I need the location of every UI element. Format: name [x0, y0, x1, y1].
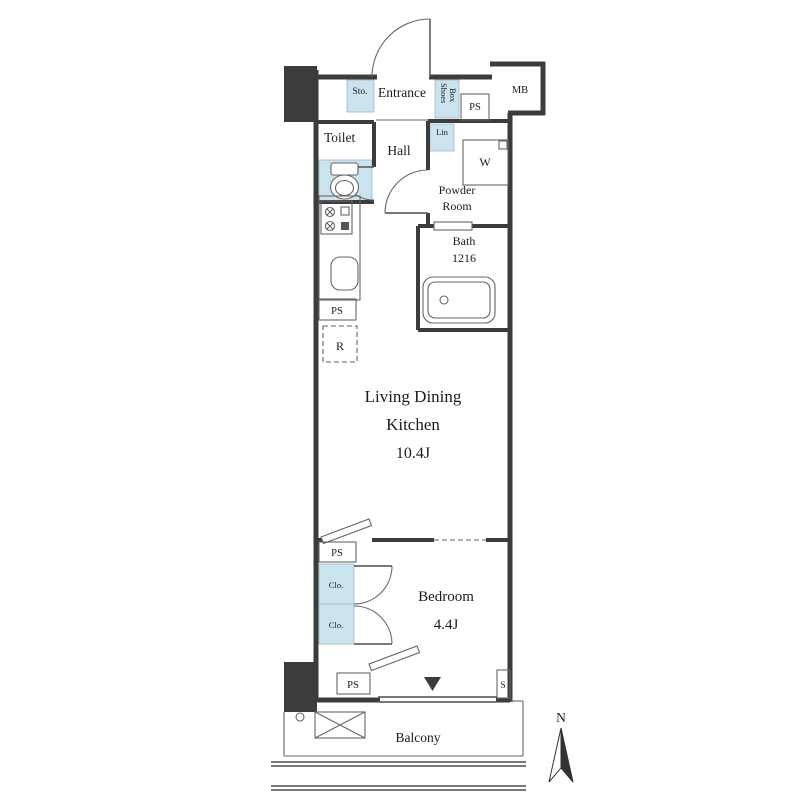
interior-walls: [316, 119, 510, 542]
openings: [320, 119, 497, 703]
outer-walls: [313, 61, 546, 703]
shoes-box-label-line1: Shoes: [439, 83, 449, 103]
stove: [320, 200, 353, 235]
bedroom-label: Bedroom: [418, 589, 474, 605]
closet-door-arc: [353, 605, 393, 645]
north-compass: N: [548, 710, 574, 783]
hall-door-arc: [384, 169, 429, 214]
balcony-drain: [295, 712, 305, 722]
fixtures: [318, 93, 511, 699]
refrigerator-label: R: [336, 339, 344, 353]
washer-label: W: [479, 155, 491, 169]
closet-lower-area: [318, 603, 355, 645]
room-labels: Sto. Entrance Shoes Box PS MB Toilet Hal…: [324, 83, 528, 745]
storage-label: Sto.: [352, 87, 367, 97]
sliding-panel: [320, 518, 373, 545]
pipe-space-label: PS: [331, 306, 343, 317]
balcony-hatch-diagonal: [314, 711, 366, 739]
ldk-area-label: 10.4J: [396, 445, 430, 462]
pipe-space-label: PS: [347, 680, 359, 691]
shutter-label: S: [500, 681, 505, 691]
pipe-space-box: [318, 298, 357, 321]
compass-needle-white: [548, 727, 562, 783]
toilet-tank: [330, 162, 359, 176]
bathtub-outer: [422, 276, 496, 324]
shoes-box-label-line2: Box: [448, 88, 458, 103]
north-label: N: [556, 710, 566, 725]
refrigerator-space-box: [322, 325, 358, 363]
washer-outlet: [498, 140, 508, 150]
shutter-box: [496, 669, 511, 699]
meter-box-label: MB: [512, 85, 528, 96]
closet-label: Clo.: [329, 620, 343, 630]
bedroom-area-label: 4.4J: [434, 617, 459, 633]
hall-label: Hall: [387, 143, 410, 158]
ldk-label-line2: Kitchen: [386, 415, 440, 434]
pipe-space-box: [336, 672, 371, 695]
linen-label: Lin: [436, 127, 449, 137]
sliding-panel: [368, 645, 421, 672]
bath-label-line1: Bath: [453, 234, 476, 248]
washer-pan: [462, 139, 509, 186]
closet-door-arc: [353, 565, 393, 605]
stove-burner-icon: [324, 206, 350, 232]
powder-room-label-line2: Room: [442, 199, 472, 213]
ldk-label-line1: Living Dining: [365, 387, 462, 406]
bath-label-line2: 1216: [452, 251, 476, 265]
pipe-space-label: PS: [331, 548, 343, 559]
closet-label: Clo.: [329, 580, 343, 590]
shaded-areas: [318, 79, 460, 645]
balcony-hatch-box: [314, 711, 366, 739]
toilet-label: Toilet: [324, 130, 356, 145]
entry-direction-triangle: [424, 677, 441, 691]
pillars: [284, 66, 317, 712]
kitchen-counter: [318, 195, 361, 301]
balcony: [271, 700, 526, 791]
storage-area: [346, 79, 375, 113]
linen-area: [429, 123, 455, 152]
entrance-door-arc: [371, 18, 431, 78]
bathtub-drain: [439, 295, 449, 305]
balcony-label: Balcony: [396, 730, 441, 745]
doors: [340, 18, 431, 645]
compass-needle-black: [560, 727, 574, 783]
kitchen-sink: [330, 256, 359, 291]
bath-door: [433, 221, 473, 231]
pillar-bottom-left: [284, 662, 317, 712]
powder-room-label-line1: Powder: [439, 183, 476, 197]
bathtub-inner: [427, 281, 491, 319]
pipe-space-box: [318, 541, 357, 563]
pipe-space-box: [460, 93, 490, 121]
entrance-label: Entrance: [378, 85, 426, 100]
shoes-box-area: [434, 79, 460, 119]
pillar-top-left: [284, 66, 317, 122]
pipe-space-label: PS: [469, 102, 481, 113]
